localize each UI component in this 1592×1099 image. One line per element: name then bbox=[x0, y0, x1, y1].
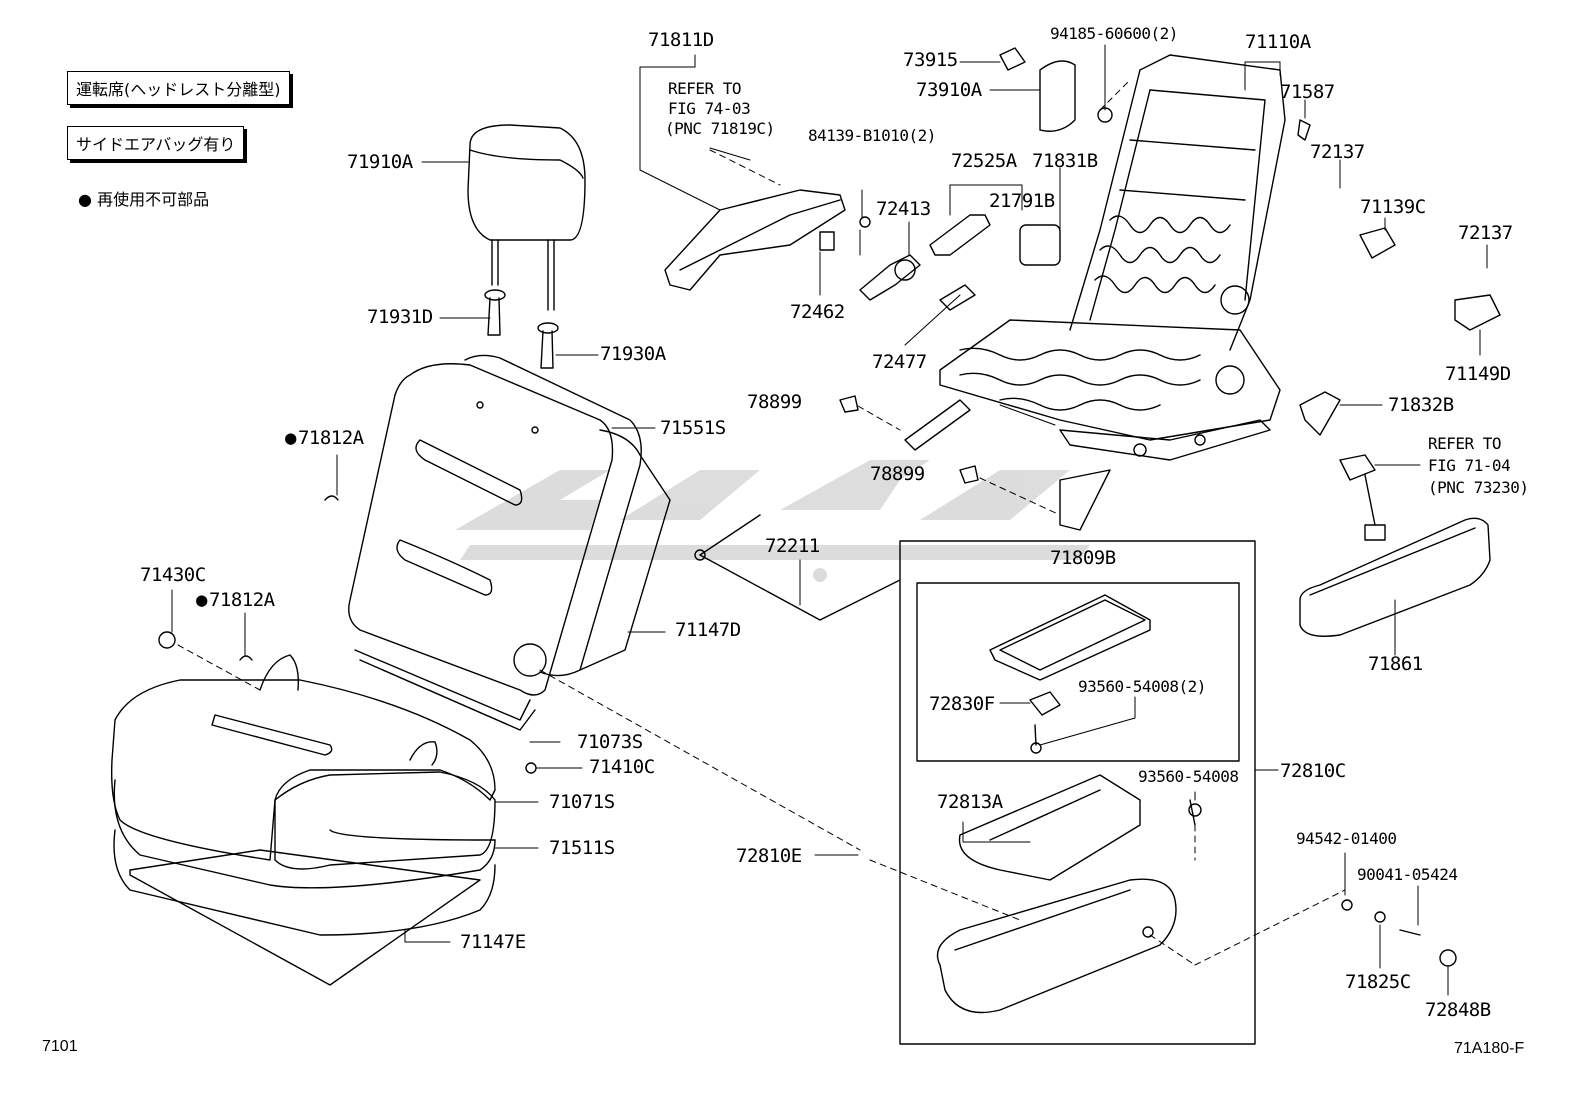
console-drawing bbox=[936, 594, 1202, 1014]
label-71139C: 71139C bbox=[1360, 196, 1426, 218]
non-reusable-legend: ● 再使用不可部品 bbox=[78, 190, 209, 210]
label-71809B: 71809B bbox=[1050, 547, 1116, 569]
side-panel-drawing bbox=[1299, 517, 1491, 637]
label-93560-54008-2: 93560-54008(2) bbox=[1078, 677, 1206, 696]
label-71149D: 71149D bbox=[1445, 363, 1511, 385]
label-71832B: 71832B bbox=[1388, 394, 1454, 416]
refer-label-2-line3: (PNC 73230) bbox=[1428, 478, 1529, 497]
dashed-leaders bbox=[177, 79, 1346, 966]
label-90041-05424: 90041-05424 bbox=[1357, 865, 1458, 884]
right-fasteners-drawing bbox=[1341, 899, 1457, 967]
refer-label-2-line1: REFER TO bbox=[1428, 434, 1502, 453]
label-72830F: 72830F bbox=[929, 693, 995, 715]
seat-back-drawing bbox=[348, 354, 671, 731]
small-parts-drawing bbox=[158, 47, 1501, 774]
label-71410C: 71410C bbox=[589, 756, 655, 778]
label-73915: 73915 bbox=[903, 49, 958, 71]
label-71551S: 71551S bbox=[660, 417, 726, 439]
label-72810C: 72810C bbox=[1280, 760, 1346, 782]
label-72848B: 72848B bbox=[1425, 999, 1491, 1021]
label-71147E: 71147E bbox=[460, 931, 526, 953]
label-72525A: 72525A bbox=[951, 150, 1017, 172]
console-inner-box bbox=[916, 582, 1240, 762]
refer-label-1-line1: REFER TO bbox=[668, 79, 742, 98]
headrest-drawing bbox=[467, 124, 586, 369]
label-84139-B1010: 84139-B1010(2) bbox=[808, 126, 936, 145]
refer-label-1-line3: (PNC 71819C) bbox=[665, 119, 775, 138]
label-93560-54008: 93560-54008 bbox=[1138, 767, 1239, 786]
label-72211: 72211 bbox=[765, 535, 820, 557]
label-72477: 72477 bbox=[872, 351, 927, 373]
label-21791B: 21791B bbox=[989, 190, 1055, 212]
label-73910A: 73910A bbox=[916, 79, 982, 101]
watermark bbox=[455, 460, 1090, 582]
label-71110A: 71110A bbox=[1245, 31, 1311, 53]
label-71910A: 71910A bbox=[347, 151, 413, 173]
label-71147D: 71147D bbox=[675, 619, 741, 641]
console-outer-box bbox=[899, 540, 1256, 1045]
label-72137-b: 72137 bbox=[1458, 222, 1513, 244]
label-71511S: 71511S bbox=[549, 837, 615, 859]
label-71587: 71587 bbox=[1280, 81, 1335, 103]
label-71825C: 71825C bbox=[1345, 971, 1411, 993]
label-71811D: 71811D bbox=[648, 29, 714, 51]
figure-code-right: 71A180-F bbox=[1454, 1040, 1525, 1057]
cover-71811D-drawing bbox=[664, 189, 846, 291]
label-78899-a: 78899 bbox=[747, 391, 802, 413]
label-72413: 72413 bbox=[876, 198, 931, 220]
label-72810E: 72810E bbox=[736, 845, 802, 867]
solid-dot-icon: ● bbox=[78, 190, 92, 209]
seat-frame-drawing bbox=[904, 54, 1286, 531]
label-71861: 71861 bbox=[1368, 653, 1423, 675]
label-72813A: 72813A bbox=[937, 791, 1003, 813]
airbag-note: サイドエアバッグ有り bbox=[67, 126, 245, 160]
leader-lines bbox=[171, 44, 1488, 996]
refer-label-2-line2: FIG 71-04 bbox=[1428, 456, 1511, 475]
label-71930A: 71930A bbox=[600, 343, 666, 365]
label-71831B: 71831B bbox=[1032, 150, 1098, 172]
label-71931D: 71931D bbox=[367, 306, 433, 328]
legend-text: 再使用不可部品 bbox=[97, 190, 210, 209]
label-71812A-b: 71812A bbox=[196, 590, 275, 610]
label-72137-a: 72137 bbox=[1310, 141, 1365, 163]
label-94185-60600: 94185-60600(2) bbox=[1050, 24, 1178, 43]
label-72462: 72462 bbox=[790, 301, 845, 323]
label-71073S: 71073S bbox=[577, 731, 643, 753]
refer-label-1-line2: FIG 74-03 bbox=[668, 99, 751, 118]
seat-type-note: 運転席(ヘッドレスト分離型) bbox=[67, 71, 290, 105]
label-71812A-a: 71812A bbox=[285, 428, 364, 448]
label-71430C: 71430C bbox=[140, 564, 206, 586]
seat-cushion-drawing bbox=[110, 654, 496, 986]
figure-code-left: 7101 bbox=[42, 1038, 78, 1055]
label-94542-01400: 94542-01400 bbox=[1296, 829, 1397, 848]
label-78899-b: 78899 bbox=[870, 463, 925, 485]
label-71071S: 71071S bbox=[549, 791, 615, 813]
rod-72211-drawing bbox=[694, 514, 901, 621]
